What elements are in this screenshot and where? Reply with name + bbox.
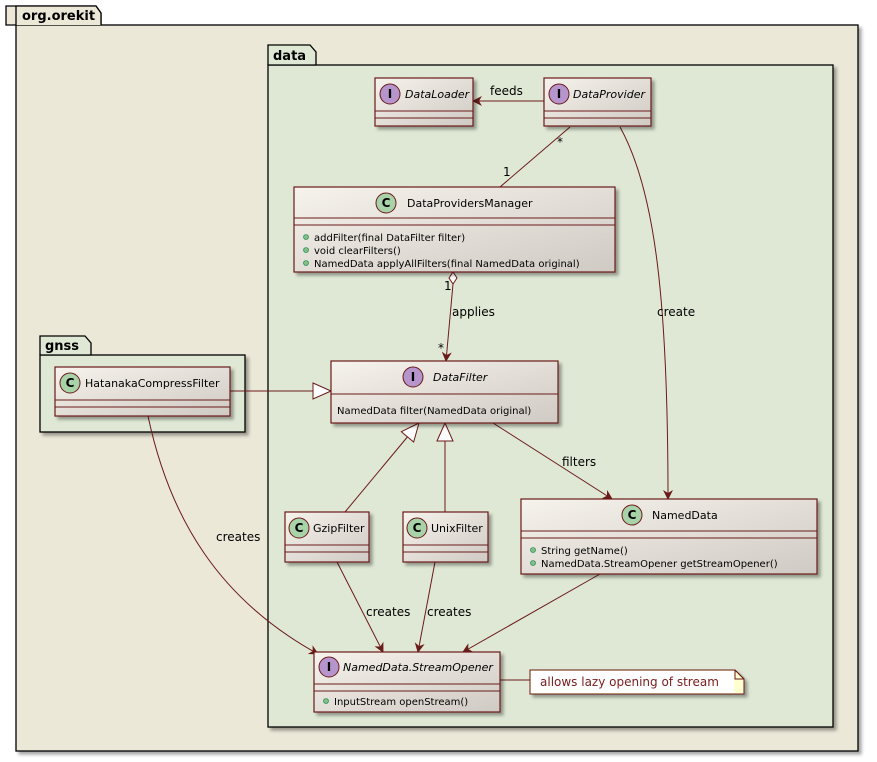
- class-icon: [288, 517, 310, 539]
- class-icon: [406, 517, 428, 539]
- class-data-provider[interactable]: I DataProvider: [543, 77, 652, 127]
- class-named-data[interactable]: C NamedData String getName() NamedData.S…: [520, 498, 818, 575]
- public-method-icon: [323, 698, 329, 704]
- class-name: UnixFilter: [431, 522, 483, 535]
- interface-icon: [318, 656, 340, 678]
- kind-letter: I: [557, 87, 561, 101]
- edges: [147, 96, 673, 681]
- edge-applies: [441, 283, 454, 362]
- aggregation-diamond: [448, 271, 458, 285]
- member: InputStream openStream(): [334, 697, 468, 708]
- label-filters: filters: [562, 455, 596, 469]
- class-name: GzipFilter: [313, 522, 365, 535]
- edge-unix-creates: [414, 561, 436, 653]
- label-unix-creates: creates: [427, 605, 471, 619]
- interface-icon: [402, 366, 424, 388]
- class-data-providers-manager[interactable]: C DataProvidersManager addFilter(final D…: [293, 186, 616, 273]
- class-name: NamedData.StreamOpener: [343, 661, 494, 674]
- class-name: NamedData: [652, 509, 718, 522]
- public-method-icon: [530, 547, 536, 553]
- label-feeds: feeds: [490, 84, 523, 98]
- public-method-icon: [303, 247, 309, 253]
- mult-provider-star: *: [557, 135, 563, 149]
- member: String getName(): [541, 546, 628, 557]
- member: void clearFilters(): [314, 246, 401, 257]
- label-create: create: [657, 305, 695, 319]
- edge-labels: feeds * 1 create 1 applies * filters cre…: [216, 84, 695, 619]
- interface-icon: [379, 83, 401, 105]
- interface-icon: [548, 83, 570, 105]
- edge-filters: [492, 422, 613, 500]
- mult-manager-one: 1: [503, 165, 511, 179]
- kind-letter: C: [382, 196, 391, 210]
- kind-letter: C: [295, 521, 304, 535]
- edge-create: [619, 126, 673, 500]
- class-icon: [375, 192, 397, 214]
- note: allows lazy opening of stream: [529, 669, 745, 695]
- class-unix-filter[interactable]: C UnixFilter: [402, 511, 489, 563]
- class-stream-opener[interactable]: I NamedData.StreamOpener InputStream ope…: [313, 651, 501, 713]
- label-hatanaka-creates: creates: [216, 530, 260, 544]
- class-data-filter[interactable]: I DataFilter NamedData filter(NamedData …: [330, 360, 559, 424]
- class-name: HatanakaCompressFilter: [85, 377, 220, 390]
- kind-letter: I: [327, 660, 331, 674]
- edge-gzip-filter: [344, 423, 419, 513]
- class-icon: [59, 372, 81, 394]
- edge-gzip-creates: [336, 561, 384, 653]
- kind-letter: C: [413, 521, 422, 535]
- member: NamedData applyAllFilters(final NamedDat…: [314, 259, 580, 270]
- public-method-icon: [303, 234, 309, 240]
- label-applies: applies: [452, 305, 495, 319]
- mult-manager-one-agg: 1: [444, 279, 452, 293]
- package-label-data: data: [273, 49, 306, 64]
- mult-filter-star: *: [438, 341, 444, 355]
- member: addFilter(final DataFilter filter): [314, 233, 465, 244]
- class-name: DataFilter: [433, 371, 489, 384]
- class-data-loader[interactable]: I DataLoader: [374, 77, 474, 127]
- public-method-icon: [530, 560, 536, 566]
- class-name: DataProvider: [573, 88, 646, 101]
- class-hatanaka-compress-filter[interactable]: C HatanakaCompressFilter: [54, 366, 231, 417]
- kind-letter: I: [411, 370, 415, 384]
- class-name: DataLoader: [405, 88, 471, 101]
- class-gzip-filter[interactable]: C GzipFilter: [284, 511, 370, 563]
- package-label-gnss: gnss: [45, 339, 79, 354]
- class-icon: [621, 504, 643, 526]
- member: NamedData.StreamOpener getStreamOpener(): [541, 559, 778, 570]
- kind-letter: C: [66, 376, 75, 390]
- edge-hatanaka-creates: [147, 415, 319, 655]
- edge-nameddata-opener: [462, 573, 601, 653]
- class-name: DataProvidersManager: [407, 197, 533, 210]
- label-gzip-creates: creates: [366, 605, 410, 619]
- kind-letter: C: [628, 508, 637, 522]
- kind-letter: I: [388, 87, 392, 101]
- package-label-org-orekit: org.orekit: [22, 9, 95, 24]
- public-method-icon: [303, 260, 309, 266]
- member: NamedData filter(NamedData original): [337, 406, 531, 417]
- edge-provider-manager: [499, 126, 571, 188]
- note-text: allows lazy opening of stream: [540, 675, 719, 689]
